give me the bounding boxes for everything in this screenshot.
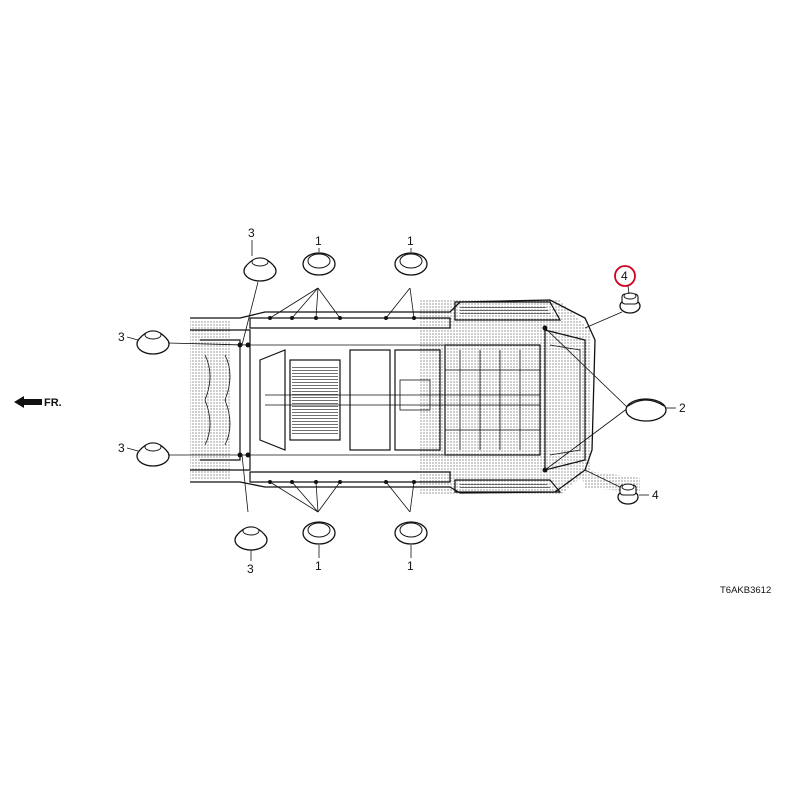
grommet-flat-icon xyxy=(394,521,428,545)
plug-4-bottom xyxy=(617,483,639,505)
callout-1-bottom-right: 1 xyxy=(407,559,414,573)
callout-1-top-right: 1 xyxy=(407,234,414,248)
plug-mushroom-icon xyxy=(234,526,268,551)
grommet-2 xyxy=(625,398,667,422)
plug-mushroom-icon xyxy=(136,330,170,355)
plug-3-left-upper xyxy=(136,330,170,355)
callout-2: 2 xyxy=(679,401,686,415)
plug-mushroom-icon xyxy=(136,442,170,467)
front-direction-indicator: FR. xyxy=(14,396,62,409)
callout-4-highlight-ring xyxy=(614,265,636,287)
grommet-1-top-left xyxy=(302,252,336,276)
callout-4-top: 4 xyxy=(621,269,628,283)
callout-4-bottom: 4 xyxy=(652,488,659,502)
grommet-flat-icon xyxy=(302,521,336,545)
grommet-large-icon xyxy=(625,398,667,422)
callout-3-top: 3 xyxy=(248,226,255,240)
front-arrow-icon xyxy=(14,396,42,408)
callout-1-bottom-left: 1 xyxy=(315,559,322,573)
plug-small-icon xyxy=(619,292,641,314)
plug-3-top xyxy=(243,257,277,282)
grommet-1-bottom-left xyxy=(302,521,336,545)
callout-1-top-left: 1 xyxy=(315,234,322,248)
callout-3-left-upper: 3 xyxy=(118,330,125,344)
callout-3-left-lower: 3 xyxy=(118,441,125,455)
grommet-flat-icon xyxy=(302,252,336,276)
plug-3-bottom xyxy=(234,526,268,551)
callout-labels: 1 1 1 1 3 3 3 3 2 4 4 xyxy=(118,226,686,576)
leader-lines xyxy=(167,281,629,513)
diagram-code: T6AKB3612 xyxy=(720,585,771,596)
plug-4-top xyxy=(619,292,641,314)
grommet-1-top-right xyxy=(394,252,428,276)
grommet-1-bottom-right xyxy=(394,521,428,545)
grommet-flat-icon xyxy=(394,252,428,276)
plug-mushroom-icon xyxy=(243,257,277,282)
plug-3-left-lower xyxy=(136,442,170,467)
front-label: FR. xyxy=(44,397,62,409)
plug-small-icon xyxy=(617,483,639,505)
vehicle-underbody xyxy=(190,299,640,495)
callout-3-bottom: 3 xyxy=(247,562,254,576)
